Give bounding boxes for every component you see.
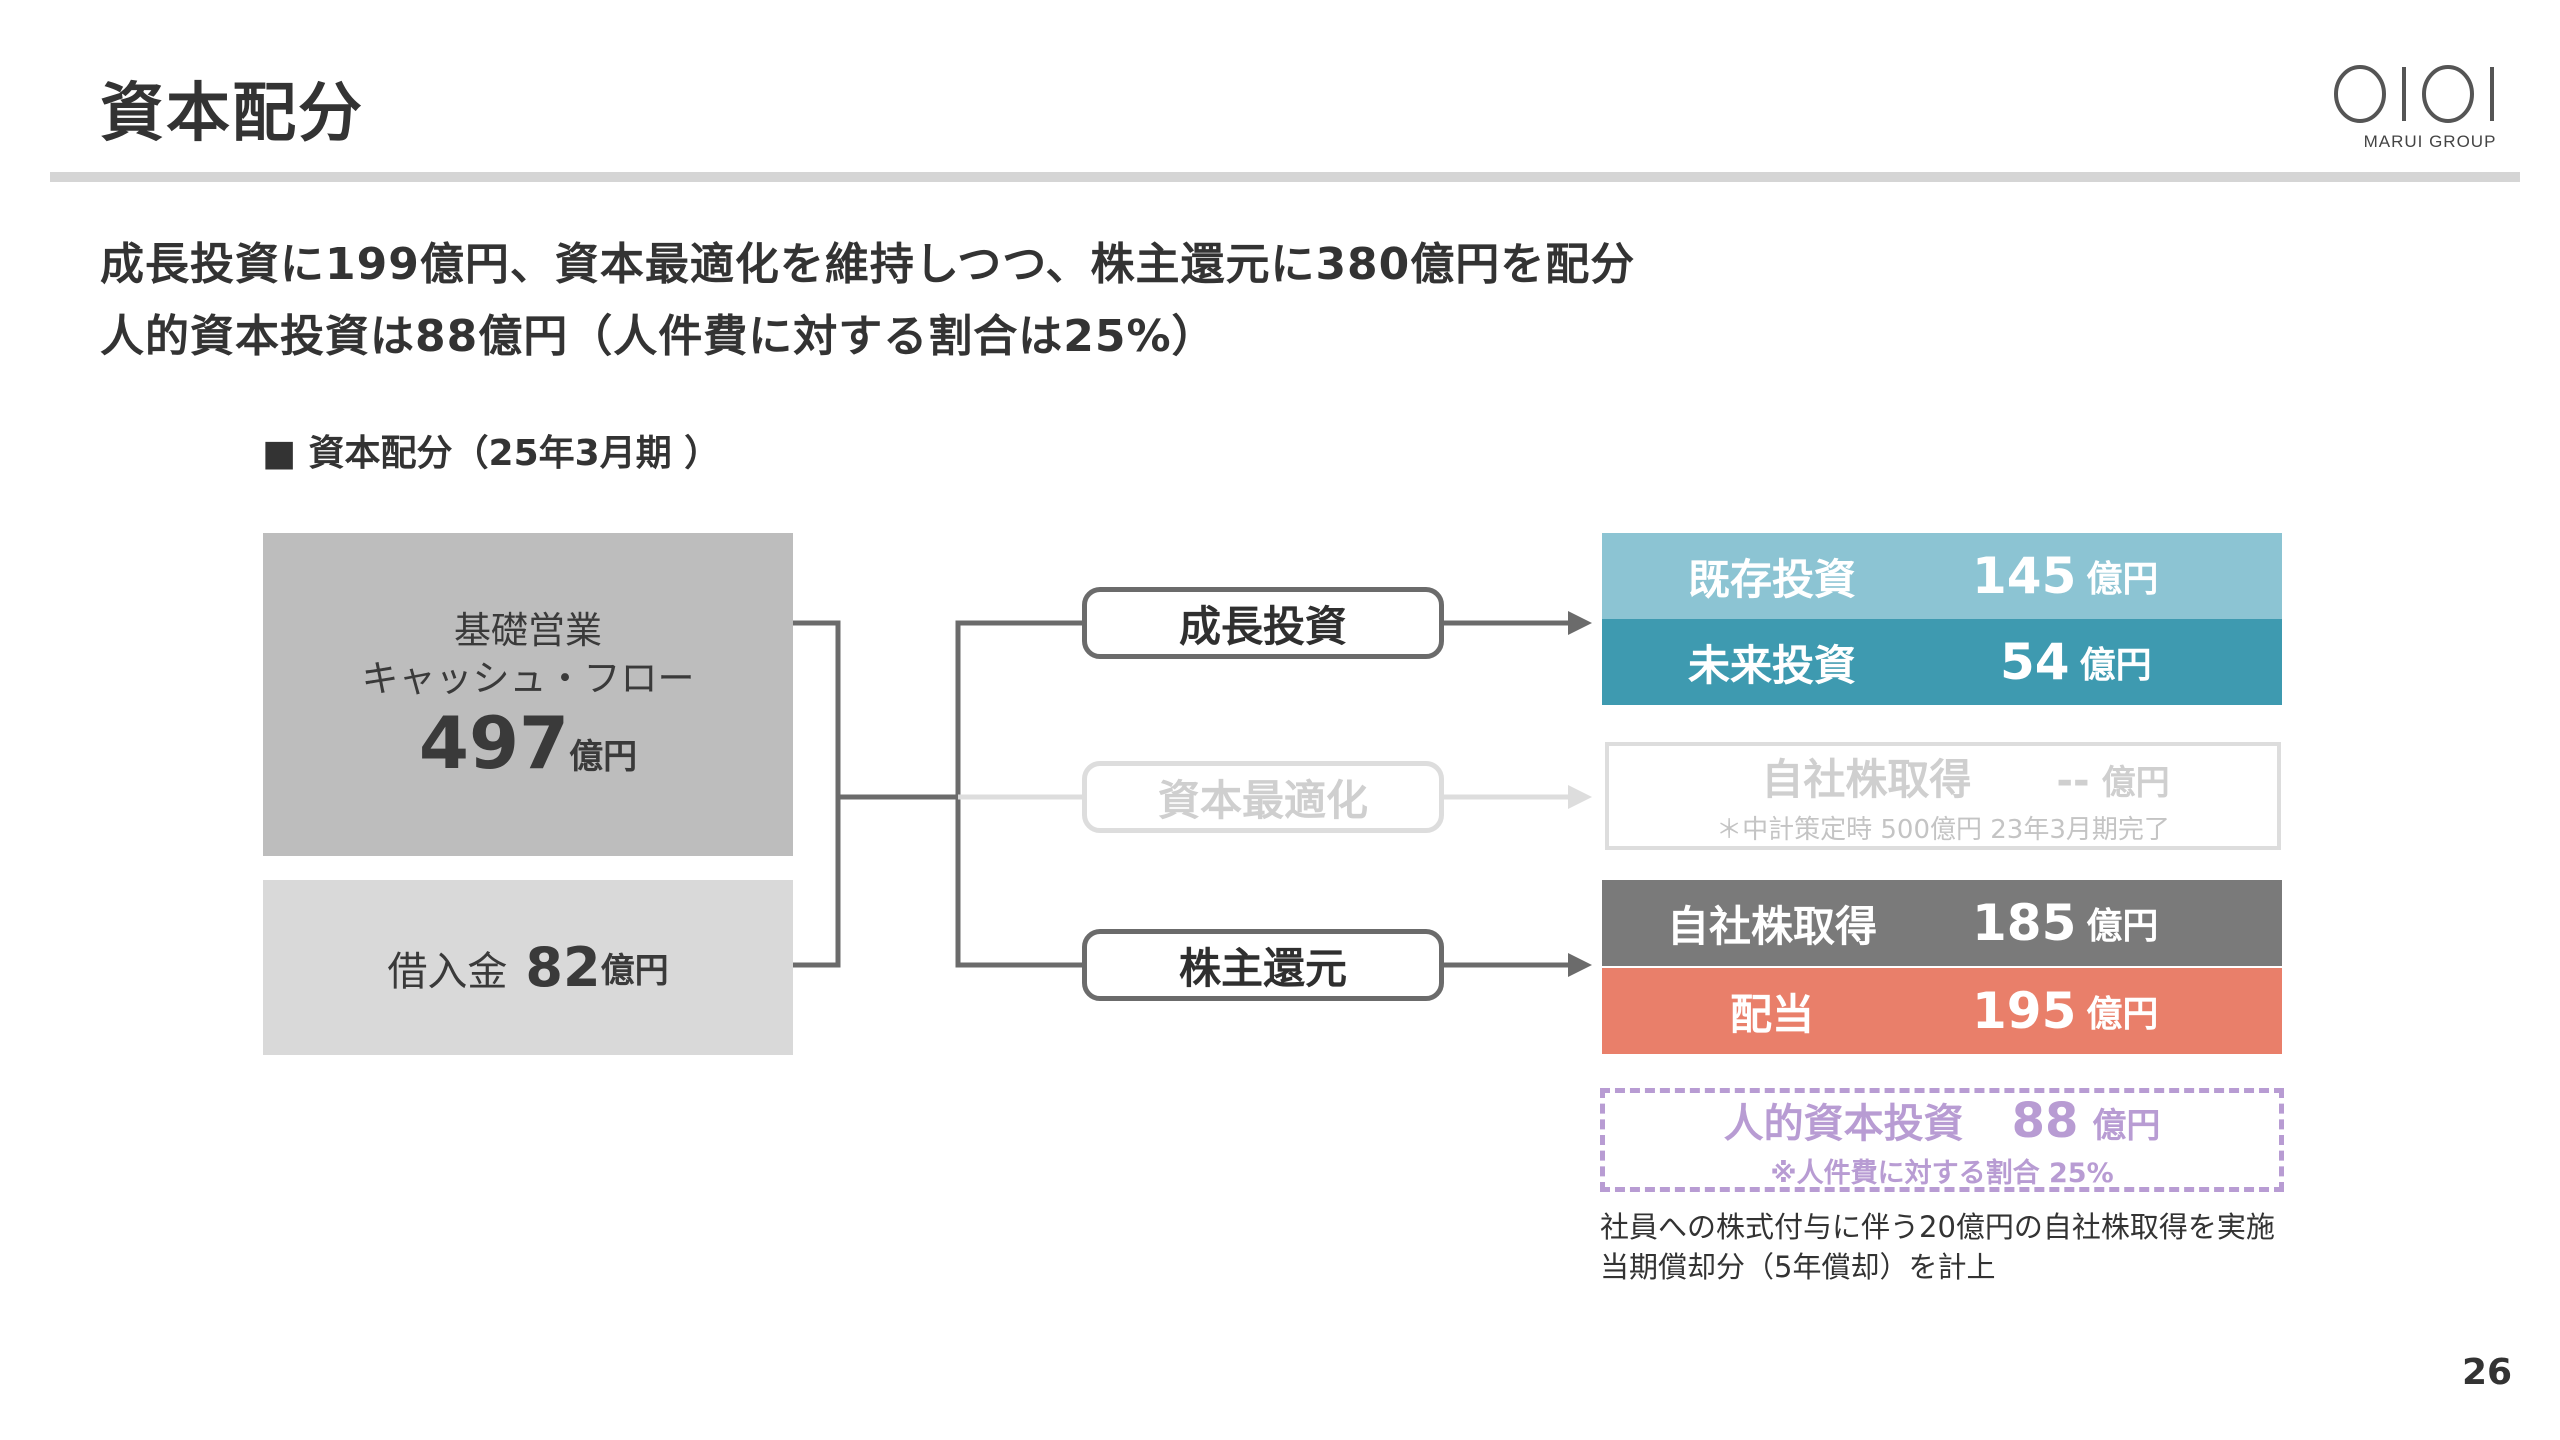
operating-cash-flow-box: 基礎営業 キャッシュ・フロー 497億円 [263, 533, 793, 856]
buyback-optimization-value: -- [2056, 758, 2090, 804]
dividend-value: 195 [1972, 982, 2077, 1040]
borrowing-label: 借入金 [387, 948, 508, 995]
buyback-bar: 自社株取得 185 億円 [1602, 880, 2282, 966]
human-capital-unit: 億円 [2092, 1105, 2161, 1146]
use-bracket [955, 620, 1082, 968]
existing-investment-label: 既存投資 [1687, 554, 1856, 604]
shareholder-return-node: 株主還元 [1082, 929, 1444, 1001]
future-investment-value: 54 [2000, 633, 2070, 691]
logo-mark-icon [2334, 65, 2494, 123]
human-capital-note: ※人件費に対する割合 25% [1770, 1157, 2114, 1189]
future-investment-unit: 億円 [2079, 645, 2152, 686]
existing-investment-unit: 億円 [2086, 559, 2159, 600]
growth-arrowhead-icon [1568, 611, 1592, 635]
borrowing-unit: 億円 [600, 951, 669, 991]
human-capital-investment-box: 人的資本投資 88 億円 ※人件費に対する割合 25% [1600, 1088, 2284, 1192]
logo-text: MARUI GROUP [2363, 132, 2497, 151]
borrowing-box: 借入金 82 億円 [263, 880, 793, 1055]
source-bracket [793, 620, 841, 968]
growth-investment-node: 成長投資 [1082, 587, 1444, 659]
footnote-line2: 当期償却分（5年償却）を計上 [1600, 1250, 1996, 1284]
existing-investment-bar: 既存投資 145 億円 [1602, 533, 2282, 619]
dividend-unit: 億円 [2086, 994, 2159, 1035]
cash-flow-unit: 億円 [569, 736, 638, 777]
borrowing-value: 82 [525, 936, 601, 999]
section-title: ■ 資本配分（25年3月期 ） [262, 433, 721, 474]
buyback-optimization-unit: 億円 [2101, 763, 2170, 803]
human-capital-label: 人的資本投資 [1723, 1100, 1964, 1147]
dividend-bar: 配当 195 億円 [1602, 968, 2282, 1054]
buyback-optimization-label: 自社株取得 [1761, 755, 1972, 804]
buyback-value: 185 [1972, 894, 2077, 952]
human-capital-row: 人的資本投資 88 億円 [1724, 1091, 2161, 1149]
headline-line2: 人的資本投資は88億円（人件費に対する割合は25%） [100, 311, 1217, 362]
buyback-optimization-box: 自社株取得 -- 億円 ＊中計策定時 500億円 23年3月期完了 [1605, 742, 2281, 850]
headline-line1: 成長投資に199億円、資本最適化を維持しつつ、株主還元に380億円を配分 [100, 239, 1636, 290]
future-investment-bar: 未来投資 54 億円 [1602, 619, 2282, 705]
header-divider [50, 172, 2520, 182]
buyback-label: 自社株取得 [1666, 901, 1877, 951]
cash-flow-value: 497 [418, 700, 570, 785]
buyback-unit: 億円 [2086, 906, 2159, 947]
page-number: 26 [2462, 1352, 2513, 1393]
footnote-line1: 社員への株式付与に伴う20億円の自社株取得を実施 [1600, 1210, 2275, 1244]
marui-group-logo: MARUI GROUP [2330, 58, 2530, 158]
buyback-optimization-row: 自社株取得 -- 億円 [1716, 746, 2169, 807]
capital-opt-arrowhead-icon [1568, 785, 1592, 809]
shareholder-arrowhead-icon [1568, 953, 1592, 977]
dividend-label: 配当 [1729, 989, 1814, 1039]
capital-optimization-node: 資本最適化 [1082, 761, 1444, 833]
human-capital-value: 88 [2011, 1092, 2079, 1149]
cash-flow-amount: 497億円 [419, 703, 637, 783]
cash-flow-label-2: キャッシュ・フロー [361, 656, 695, 700]
cash-flow-label-1: 基礎営業 [454, 608, 602, 652]
future-investment-label: 未来投資 [1687, 640, 1856, 690]
buyback-optimization-note: ＊中計策定時 500億円 23年3月期完了 [1716, 815, 2170, 845]
existing-investment-value: 145 [1972, 547, 2077, 605]
page-title: 資本配分 [100, 77, 364, 151]
